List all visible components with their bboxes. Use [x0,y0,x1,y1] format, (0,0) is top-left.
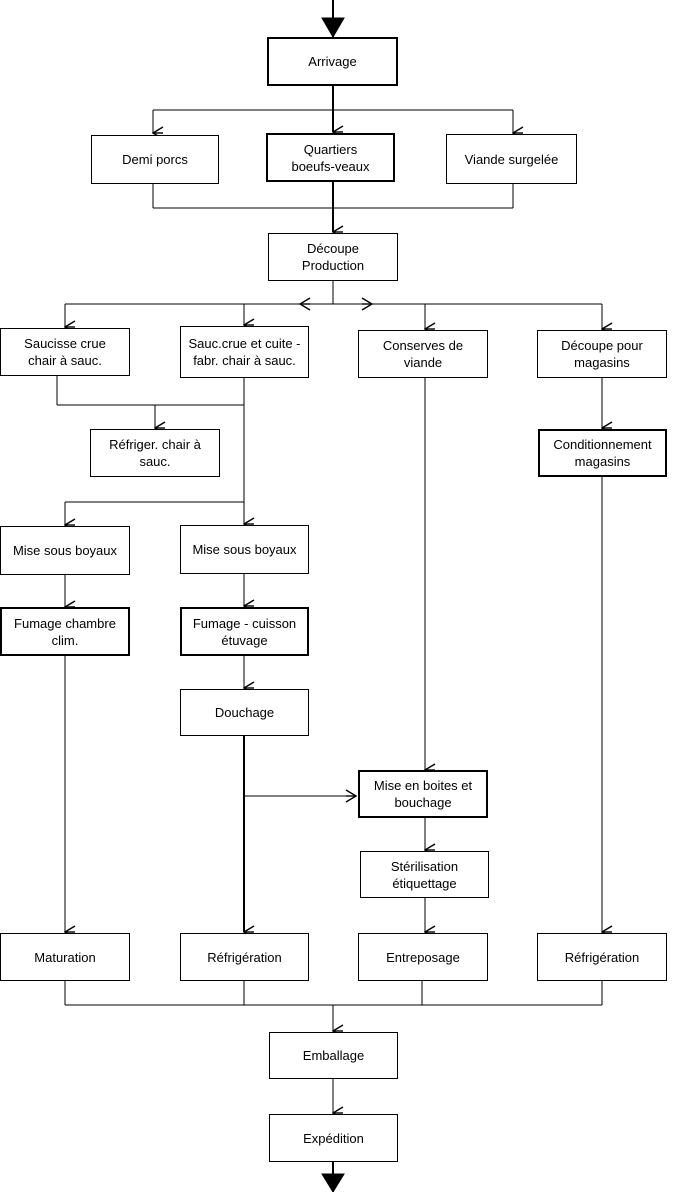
node-refriger-chair: Réfriger. chair à sauc. [90,429,220,477]
node-fumage-chambre: Fumage chambre clim. [0,607,130,656]
node-emballage: Emballage [269,1032,398,1079]
entry-arrowhead [321,17,345,38]
node-quartiers-boeufs-veaux: Quartiers boeufs-veaux [266,133,395,182]
exit-arrowhead [321,1173,345,1192]
node-refrigeration-right: Réfrigération [537,933,667,981]
node-entreposage: Entreposage [358,933,488,981]
node-sterilisation: Stérilisation étiquettage [360,851,489,898]
node-viande-surgelee: Viande surgelée [446,134,577,184]
node-conditionnement: Conditionnement magasins [538,429,667,477]
node-decoupe-production: Découpe Production [268,233,398,281]
node-mise-boyaux-left: Mise sous boyaux [0,526,130,575]
node-mise-boites: Mise en boites et bouchage [358,770,488,818]
node-conserves-viande: Conserves de viande [358,330,488,378]
node-refrigeration-mid: Réfrigération [180,933,309,981]
node-expedition: Expédition [269,1114,398,1162]
node-decoupe-magasins: Découpe pour magasins [537,330,667,378]
node-saucisse-crue: Saucisse crue chair à sauc. [0,328,130,376]
node-maturation: Maturation [0,933,130,981]
node-fumage-cuisson: Fumage - cuisson étuvage [180,607,309,656]
node-demi-porcs: Demi porcs [91,135,219,184]
node-sauc-crue-cuite: Sauc.crue et cuite - fabr. chair à sauc. [180,326,309,378]
node-douchage: Douchage [180,689,309,736]
node-arrivage: Arrivage [267,37,398,86]
node-mise-boyaux-mid: Mise sous boyaux [180,525,309,574]
